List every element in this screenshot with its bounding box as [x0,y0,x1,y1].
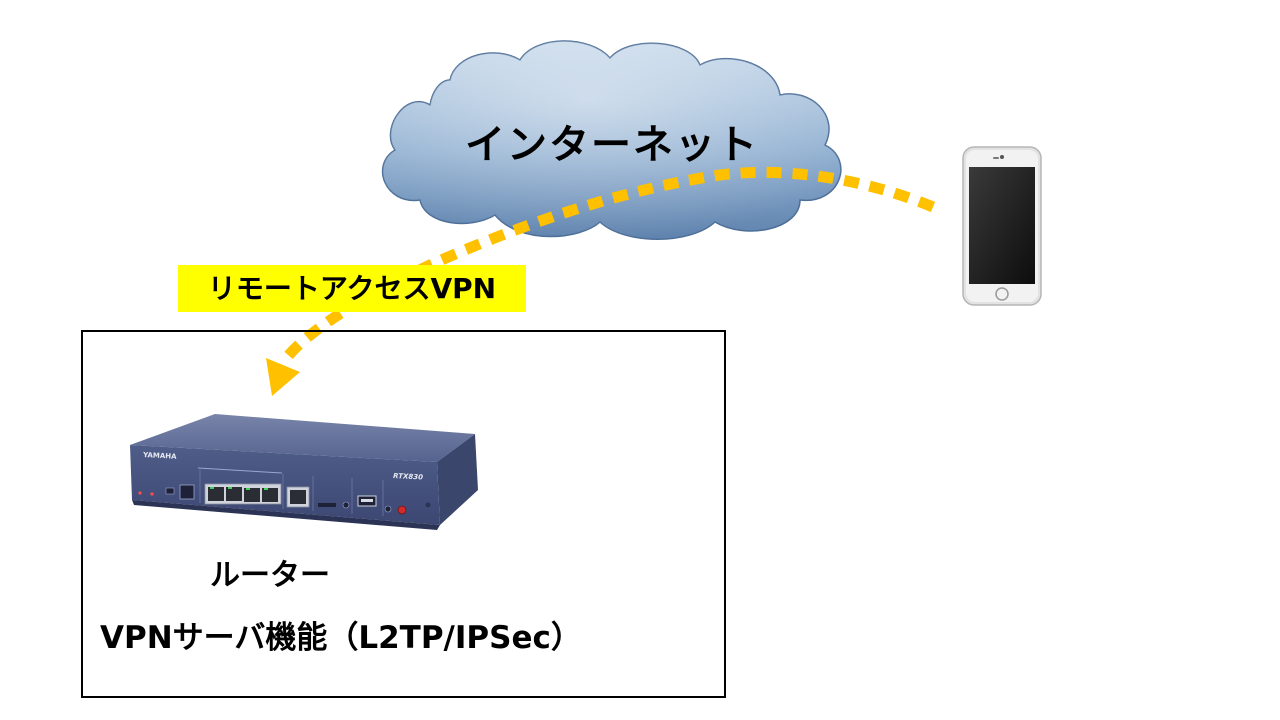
smartphone-icon [962,146,1042,306]
router-title: ルーター [210,558,330,593]
vpn-label: リモートアクセスVPN [207,272,497,305]
vpn-arrow-head [266,358,300,396]
vpn-label-bg [178,265,526,312]
router-container [81,330,726,698]
router-device: YAMAHA RTX830 [130,414,478,530]
internet-cloud [381,40,842,240]
router-model: RTX830 [393,472,423,482]
router-brand: YAMAHA [142,451,177,461]
cloud-label: インターネット [465,122,759,168]
router-feature: VPNサーバ機能（L2TP/IPSec） [100,620,582,656]
